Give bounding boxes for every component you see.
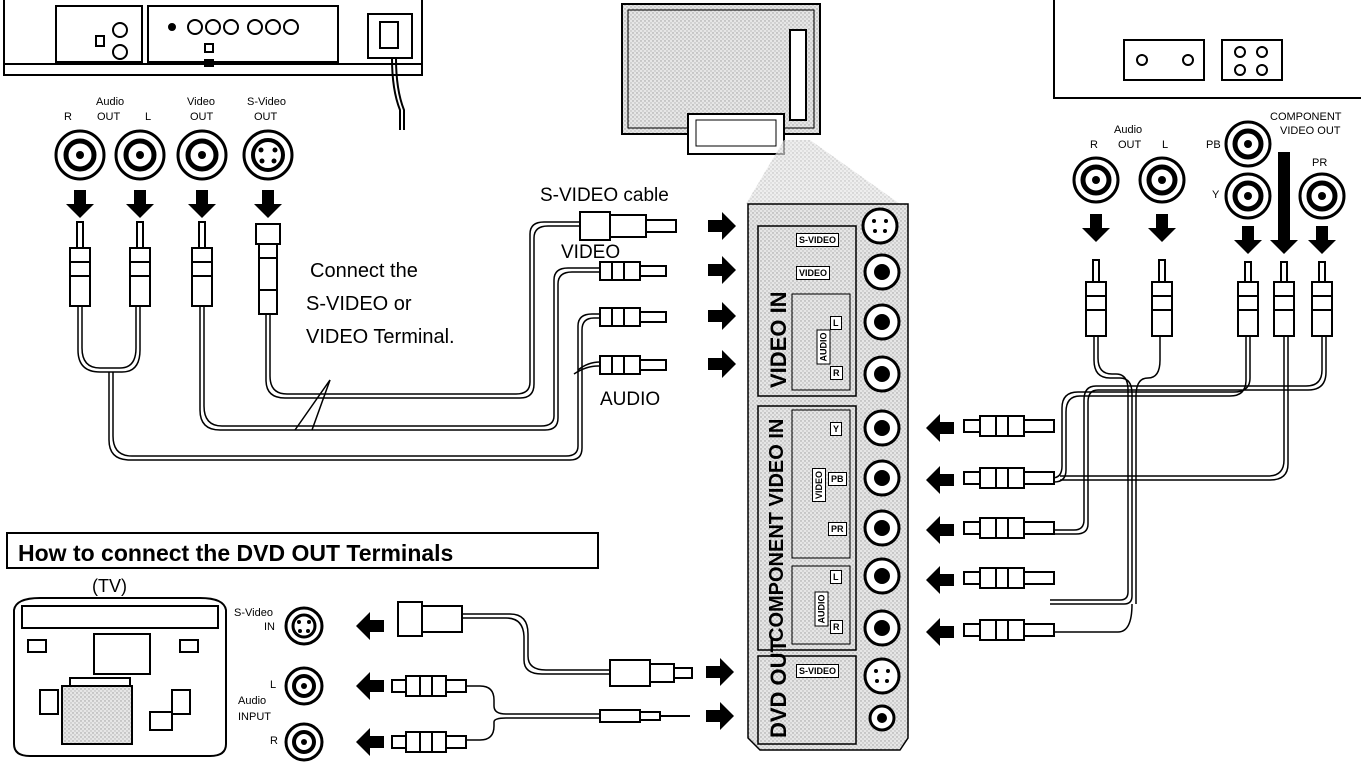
dvd-out-heading-box: How to connect the DVD OUT Terminals — [6, 532, 599, 569]
tv-audio-l-jack — [284, 666, 324, 706]
vcr-audio-label: Audio — [96, 96, 125, 108]
panel-comp-audio-r-jack — [863, 609, 901, 647]
vcr-out-label: OUT — [97, 111, 121, 123]
tv-r-label: R — [270, 735, 278, 747]
panel-comp-audio-l-jack — [863, 557, 901, 595]
component-label-line2: VIDEO OUT — [1280, 125, 1341, 137]
bottom-left-arrows — [356, 612, 384, 756]
panel-audio-r-jack — [863, 355, 901, 393]
dvd-audio-label: Audio — [1114, 124, 1143, 136]
panel-pr-tag: PR — [828, 522, 847, 536]
connect-note-line3: VIDEO Terminal. — [306, 326, 455, 348]
dvd-y-label: Y — [1212, 189, 1220, 201]
tv-audio-r-jack — [284, 722, 324, 762]
panel-pb-tag: PB — [828, 472, 847, 486]
dvd-audio-l-jack — [1138, 156, 1186, 204]
vcr-video-label: Video — [187, 96, 215, 108]
panel-comp-r-tag: R — [830, 620, 843, 634]
panel-in-arrows — [708, 212, 736, 378]
vcr-device — [3, 0, 423, 130]
tv-input-label: INPUT — [238, 711, 271, 723]
dvd-audio-r-jack — [1072, 156, 1120, 204]
dvd-down-arrows — [1082, 152, 1336, 254]
panel-video-tag: VIDEO — [796, 266, 831, 280]
panel-dvd-svideo-tag: S-VIDEO — [796, 664, 840, 678]
vcr-audio-r-jack — [54, 129, 106, 181]
dvd-pr-jack — [1298, 172, 1346, 220]
tv-unit — [621, 3, 900, 204]
bottom-right-arrows — [706, 658, 734, 730]
panel-pb-jack — [863, 459, 901, 497]
dvd-pb-jack — [1224, 120, 1272, 168]
bottom-plugs-cables — [391, 601, 693, 753]
dvd-out-heading: How to connect the DVD OUT Terminals — [18, 540, 454, 566]
connect-note-line2: S-VIDEO or — [306, 293, 412, 315]
dvd-plugs — [1085, 259, 1333, 337]
tv-svideo-in-line1: S-Video — [234, 607, 273, 619]
connect-note-line1: Connect the — [310, 260, 418, 282]
vcr-svideo-out-label: OUT — [254, 111, 278, 123]
dvd-y-jack — [1224, 172, 1272, 220]
vcr-r-label: R — [64, 111, 72, 123]
tv-label: (TV) — [92, 576, 127, 596]
bottom-tv-jacks — [284, 606, 324, 762]
panel-r-tag: R — [830, 366, 843, 380]
dvd-r-label: R — [1090, 139, 1098, 151]
vcr-audio-l-jack — [114, 129, 166, 181]
dvd-l-label: L — [1162, 139, 1169, 151]
tv-svideo-in-jack — [284, 606, 324, 646]
video-cable-label: VIDEO — [561, 242, 621, 263]
panel-pr-jack — [863, 509, 901, 547]
panel-audio-tag: AUDIO — [816, 329, 831, 365]
dvd-pr-label: PR — [1312, 157, 1328, 169]
tv-audio-label: Audio — [238, 695, 267, 707]
panel-comp-audio-tag: AUDIO — [814, 591, 829, 627]
vcr-video-out-label: OUT — [190, 111, 214, 123]
tv-svideo-in-line2: IN — [264, 621, 275, 633]
vcr-jacks — [54, 129, 294, 181]
panel-jacks — [861, 207, 901, 732]
dvd-device — [1053, 0, 1361, 99]
panel-comp-l-tag: L — [830, 570, 842, 584]
panel-component-label: COMPONENT VIDEO IN — [766, 418, 788, 642]
panel-dvd-audio-jack — [868, 704, 896, 732]
panel-y-jack — [863, 409, 901, 447]
vcr-down-arrows — [66, 190, 282, 218]
dvd-cables — [1050, 336, 1327, 633]
tv-l-label: L — [270, 679, 277, 691]
panel-y-tag: Y — [830, 422, 843, 436]
panel-video-sub-tag: VIDEO — [812, 467, 827, 503]
vcr-video-jack — [176, 129, 228, 181]
panel-video-in-label: VIDEO IN — [766, 291, 791, 388]
dvd-jacks — [1072, 120, 1346, 220]
bottom-tv — [13, 597, 227, 757]
panel-audio-l-jack — [863, 303, 901, 341]
vcr-l-label: L — [145, 111, 152, 123]
dvd-pb-label: PB — [1206, 139, 1221, 151]
vcr-cables — [77, 221, 640, 461]
component-label-line1: COMPONENT — [1270, 111, 1342, 123]
panel-dvd-out-label: DVD OUT — [766, 639, 791, 738]
panel-video-in-jack — [863, 253, 901, 291]
vcr-plugs — [69, 221, 281, 315]
panel-dvd-svideo-jack — [863, 657, 901, 695]
right-panel-plugs — [963, 415, 1055, 641]
vcr-svideo-jack — [242, 129, 294, 181]
left-panel-plugs — [579, 211, 677, 375]
panel-svideo-in-jack — [861, 207, 899, 245]
panel-out-arrows — [926, 414, 954, 646]
vcr-svideo-label: S-Video — [247, 96, 286, 108]
panel-svideo-tag: S-VIDEO — [796, 233, 840, 247]
dvd-out-label: OUT — [1118, 139, 1142, 151]
svideo-cable-label: S-VIDEO cable — [540, 185, 669, 206]
audio-cable-label: AUDIO — [600, 389, 661, 410]
panel-l-tag: L — [830, 316, 842, 330]
